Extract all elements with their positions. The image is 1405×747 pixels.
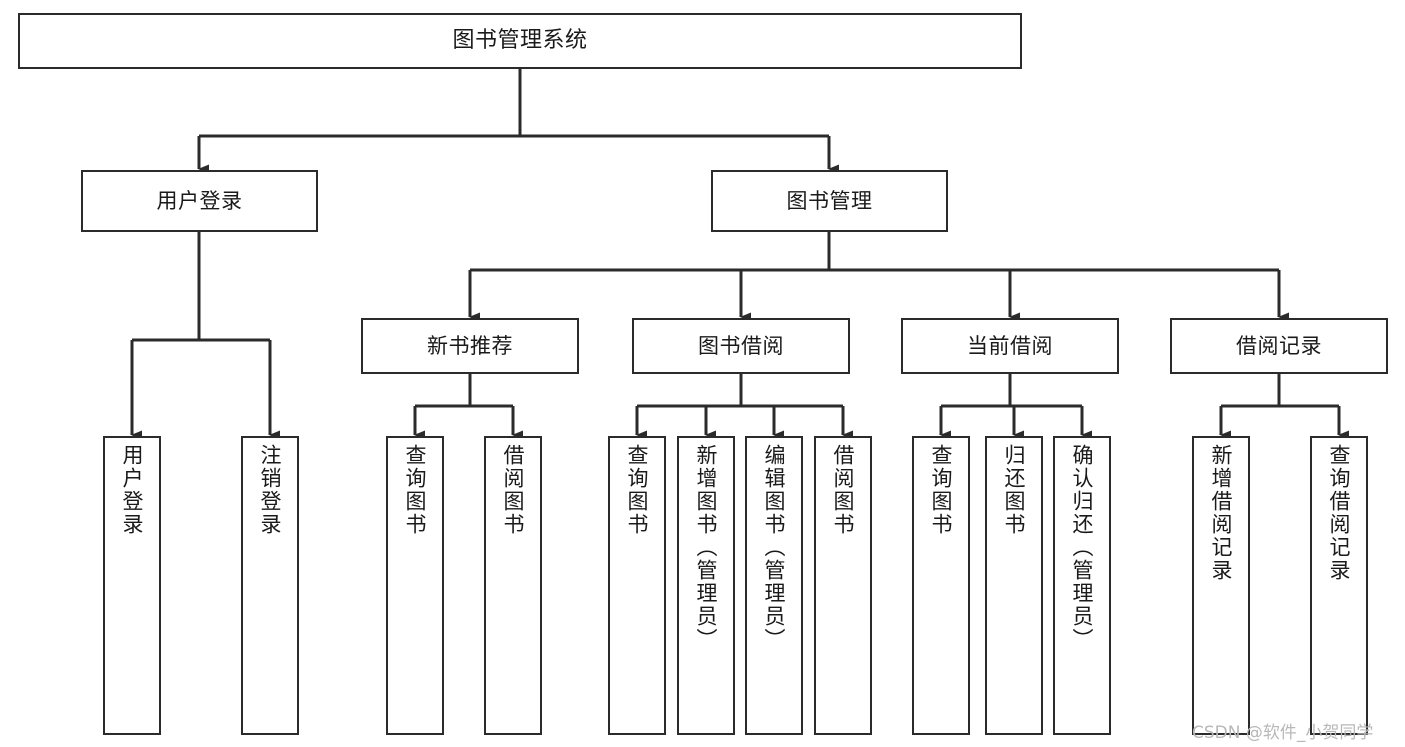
node-current-borrow-label: 当前借阅	[967, 333, 1053, 358]
node-book-borrow-label: 图书借阅	[698, 333, 784, 358]
node-book-management[interactable]: 图书管理	[711, 170, 948, 232]
node-leaf-add-book-admin[interactable]: 新增图书（管理员）	[677, 436, 735, 735]
node-user-login[interactable]: 用户登录	[81, 170, 318, 232]
node-new-book-recommend-label: 新书推荐	[427, 333, 513, 358]
node-leaf-query-book-recommend-label: 查询图书	[403, 444, 428, 536]
node-borrow-record[interactable]: 借阅记录	[1170, 318, 1388, 374]
node-leaf-add-book-admin-label: 新增图书（管理员）	[694, 444, 719, 651]
node-leaf-confirm-return-admin-label: 确认归还（管理员）	[1070, 444, 1095, 651]
node-new-book-recommend[interactable]: 新书推荐	[361, 318, 579, 374]
node-current-borrow[interactable]: 当前借阅	[901, 318, 1119, 374]
node-leaf-query-book-current[interactable]: 查询图书	[912, 436, 970, 735]
node-leaf-edit-book-admin-label: 编辑图书（管理员）	[762, 444, 787, 651]
node-leaf-query-borrow-record-label: 查询借阅记录	[1327, 444, 1352, 582]
node-leaf-logout[interactable]: 注销登录	[241, 436, 299, 735]
node-leaf-user-login[interactable]: 用户登录	[103, 436, 161, 735]
node-leaf-borrow-book-recommend[interactable]: 借阅图书	[484, 436, 542, 735]
node-leaf-query-book-current-label: 查询图书	[929, 444, 954, 536]
node-root-label: 图书管理系统	[452, 28, 588, 54]
node-leaf-query-book-borrow-label: 查询图书	[625, 444, 650, 536]
node-leaf-return-book-label: 归还图书	[1002, 444, 1027, 536]
node-user-login-label: 用户登录	[156, 188, 243, 213]
node-book-management-label: 图书管理	[786, 188, 873, 213]
node-borrow-record-label: 借阅记录	[1236, 333, 1322, 358]
node-leaf-edit-book-admin[interactable]: 编辑图书（管理员）	[745, 436, 803, 735]
node-leaf-borrow-book-recommend-label: 借阅图书	[501, 444, 526, 536]
node-leaf-add-borrow-record-label: 新增借阅记录	[1209, 444, 1234, 582]
csdn-watermark: CSDN @软件_小贺同学	[1192, 723, 1374, 743]
node-leaf-query-book-borrow[interactable]: 查询图书	[608, 436, 666, 735]
connector-lines	[130, 69, 1349, 440]
node-leaf-user-login-label: 用户登录	[120, 444, 145, 536]
node-leaf-logout-label: 注销登录	[258, 444, 283, 536]
node-leaf-confirm-return-admin[interactable]: 确认归还（管理员）	[1053, 436, 1111, 735]
node-book-borrow[interactable]: 图书借阅	[632, 318, 850, 374]
node-root[interactable]: 图书管理系统	[18, 13, 1022, 69]
node-leaf-borrow-book[interactable]: 借阅图书	[814, 436, 872, 735]
node-leaf-query-book-recommend[interactable]: 查询图书	[386, 436, 444, 735]
node-leaf-return-book[interactable]: 归还图书	[985, 436, 1043, 735]
node-leaf-borrow-book-label: 借阅图书	[831, 444, 856, 536]
node-leaf-query-borrow-record[interactable]: 查询借阅记录	[1310, 436, 1368, 735]
node-leaf-add-borrow-record[interactable]: 新增借阅记录	[1192, 436, 1250, 735]
